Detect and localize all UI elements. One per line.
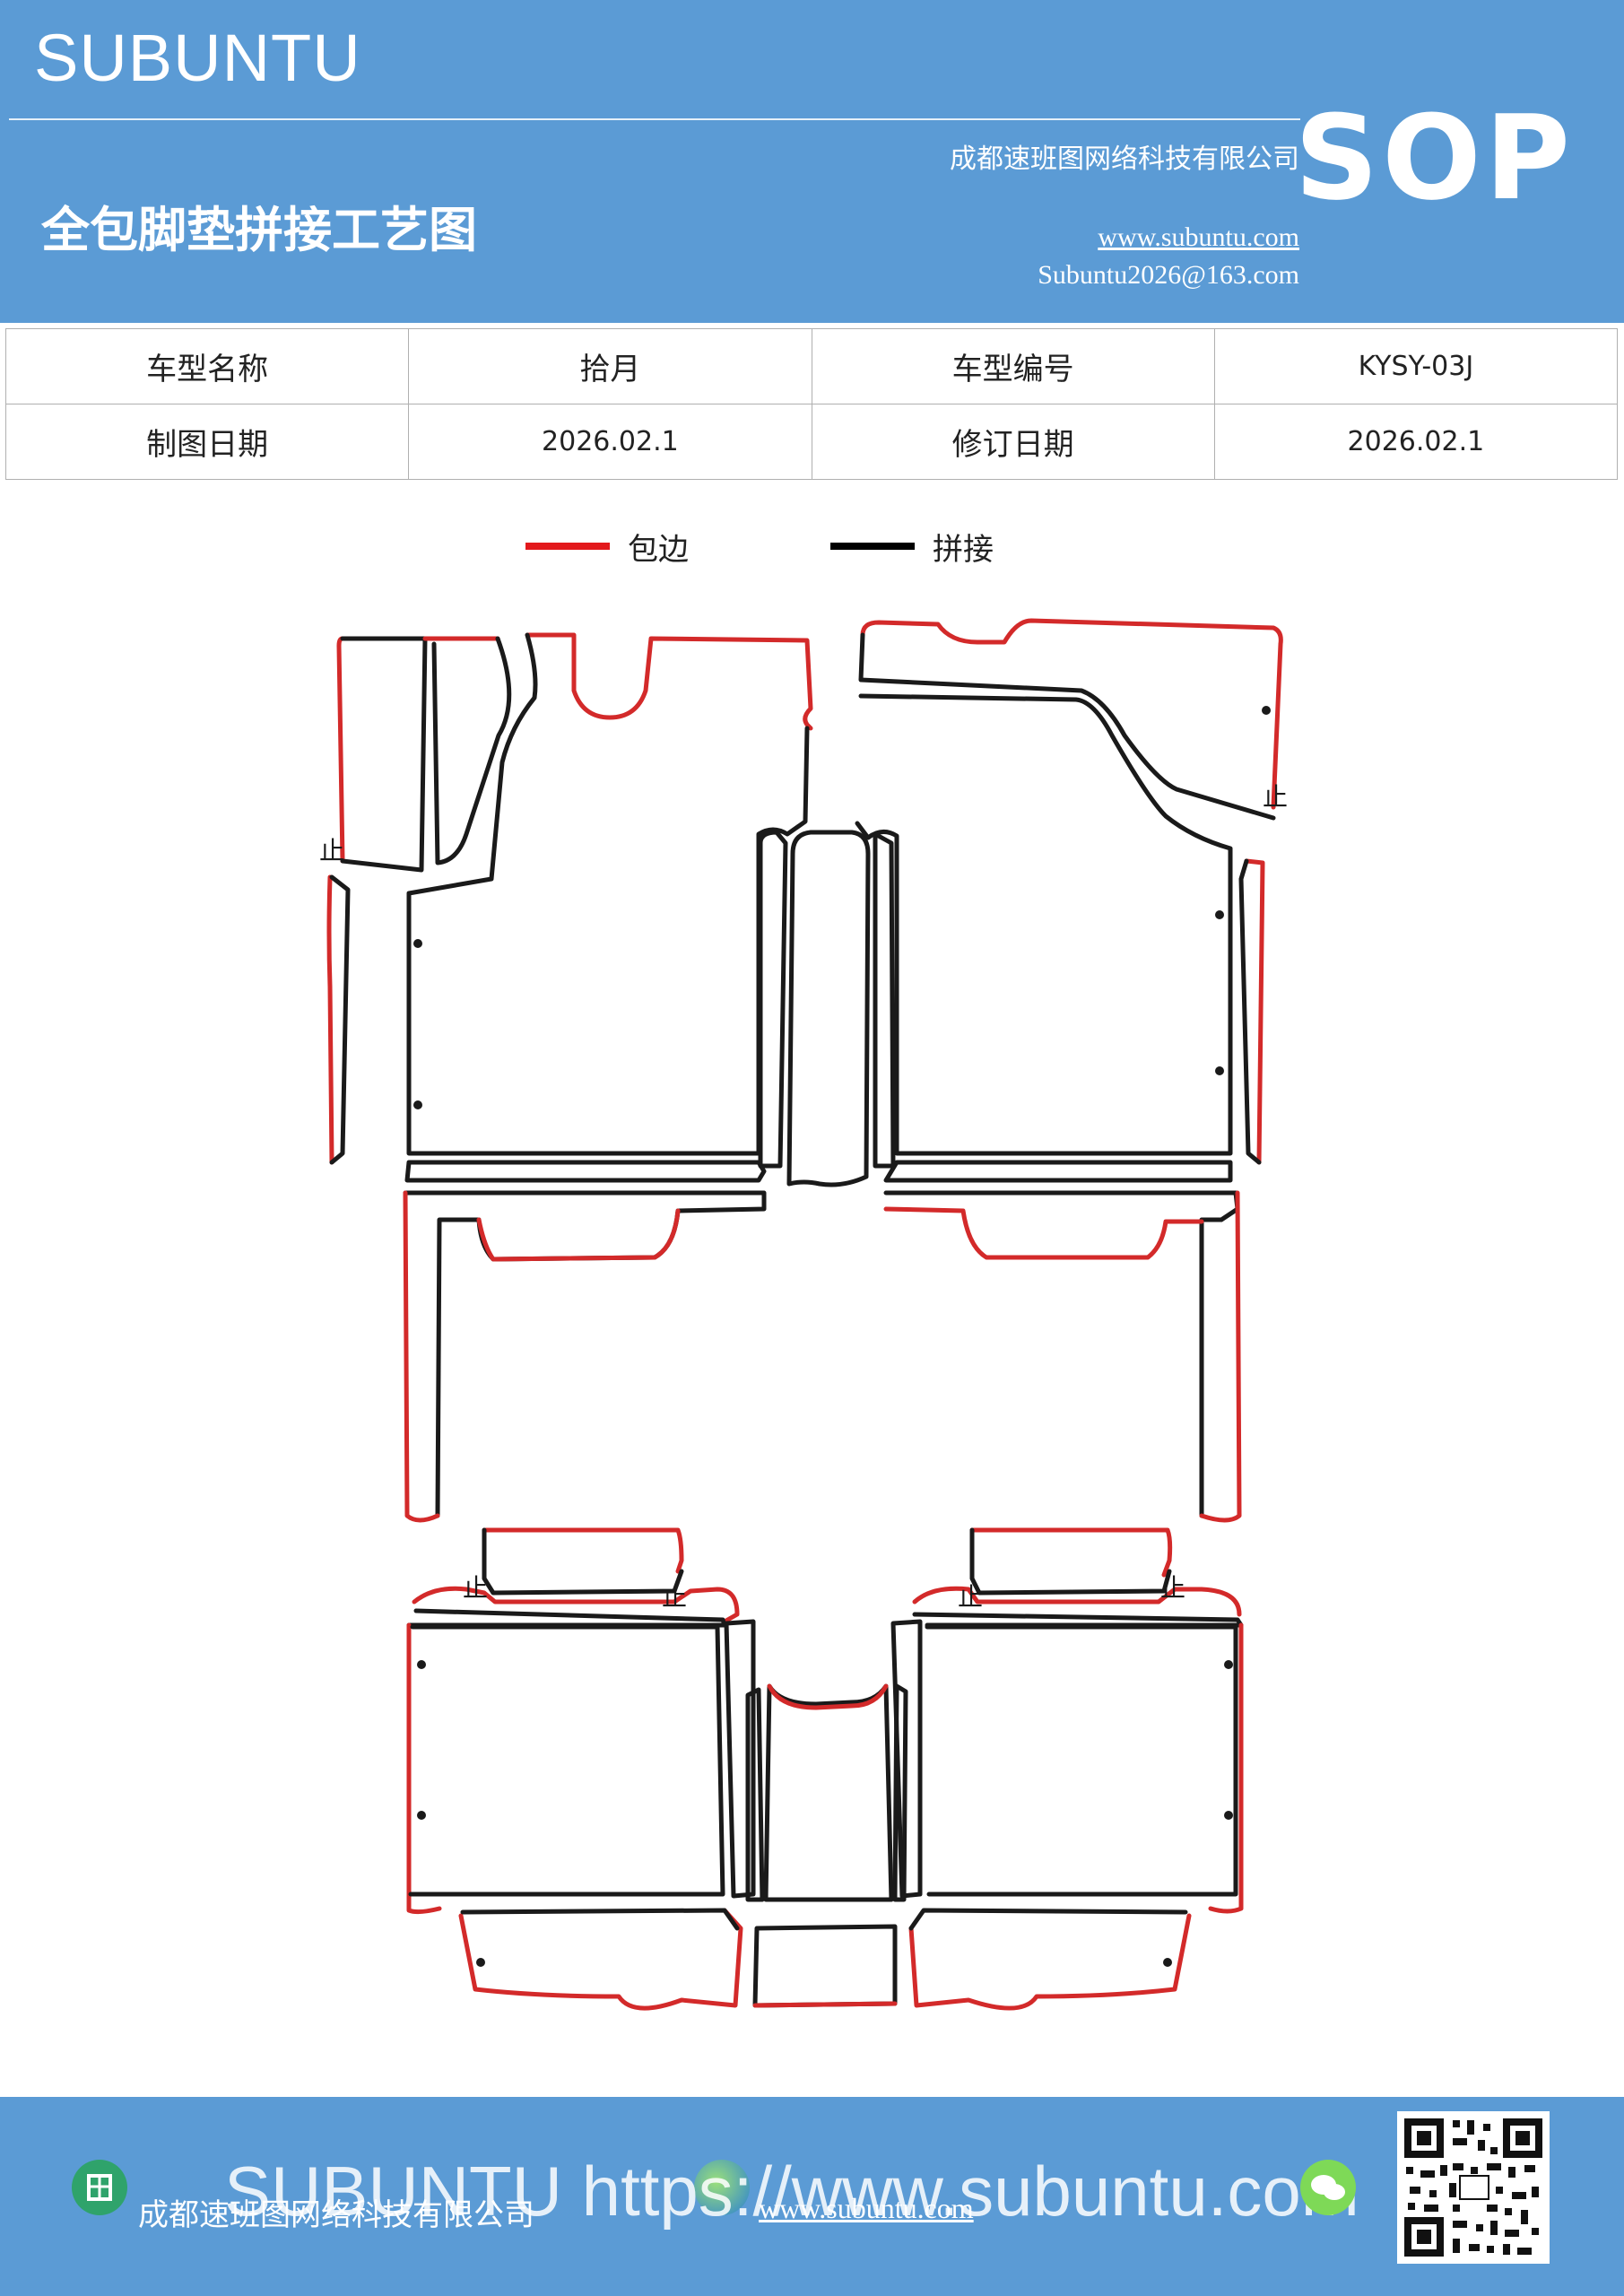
sop-badge: SOP [1294,90,1574,226]
email-address: Subuntu2026@163.com [1038,260,1299,290]
stop-mark: 止 [463,1573,488,1603]
header-banner: SUBUNTU 成都速班图网络科技有限公司 全包脚垫拼接工艺图 www.subu… [0,0,1624,323]
globe-icon [694,2160,750,2215]
table-row: 车型名称 拾月 车型编号 KYSY-03J [4,328,1619,404]
stop-mark: 止 [662,1582,687,1612]
footer-company-name: 成都速班图网络科技有限公司 [138,2197,534,2233]
brand-logo-text: SUBUNTU [34,21,361,95]
legend-swatch-red [525,543,610,550]
model-code-label: 车型编号 [811,328,1215,404]
model-name-value: 拾月 [408,328,812,404]
revision-date-value: 2026.02.1 [1213,404,1619,480]
legend-label: 拼接 [933,531,994,568]
model-name-label: 车型名称 [4,328,410,404]
stop-mark: 止 [1160,1573,1185,1603]
header-divider [9,118,1300,120]
document-title: 全包脚垫拼接工艺图 [41,201,477,258]
model-code-value: KYSY-03J [1213,328,1619,404]
table-row: 制图日期 2026.02.1 修订日期 2026.02.1 [4,404,1619,480]
wechat-icon [1300,2160,1356,2215]
website-link[interactable]: www.subuntu.com [1098,222,1299,252]
legend-label: 包边 [628,531,689,568]
building-icon [72,2160,127,2215]
front-tunnel-pieces [758,830,896,1187]
revision-date-label: 修订日期 [811,404,1215,480]
rear-floor-strips [403,1190,1242,1523]
vehicle-info-table: 车型名称 拾月 车型编号 KYSY-03J 制图日期 2026.02.1 修订日… [4,328,1619,480]
legend-swatch-black [830,543,915,550]
rear-right-mat: 止 止 [890,1527,1244,2011]
drawing-date-value: 2026.02.1 [408,404,812,480]
footer-watermark: SUBUNTU https://www.subuntu.com [224,2152,1359,2231]
rear-left-mat: 止 止 [406,1527,756,2011]
legend-item-binding: 包边 [525,524,689,569]
legend-item-seam: 拼接 [830,524,994,569]
front-left-mat: 止 [319,632,813,1183]
footer-banner: 成都速班图网络科技有限公司 www.subuntu.com SUBUNTU ht… [0,2097,1624,2296]
rear-center-tunnel [745,1683,908,2008]
footer-website-link[interactable]: www.subuntu.com [759,2192,974,2224]
qr-code-icon [1397,2111,1550,2264]
stop-mark: 止 [319,836,344,865]
front-right-mat: 止 [855,618,1288,1183]
drawing-date-label: 制图日期 [4,404,410,480]
company-name: 成都速班图网络科技有限公司 [950,144,1299,175]
stop-mark: 止 [1263,782,1288,812]
stop-mark: 止 [958,1582,983,1612]
